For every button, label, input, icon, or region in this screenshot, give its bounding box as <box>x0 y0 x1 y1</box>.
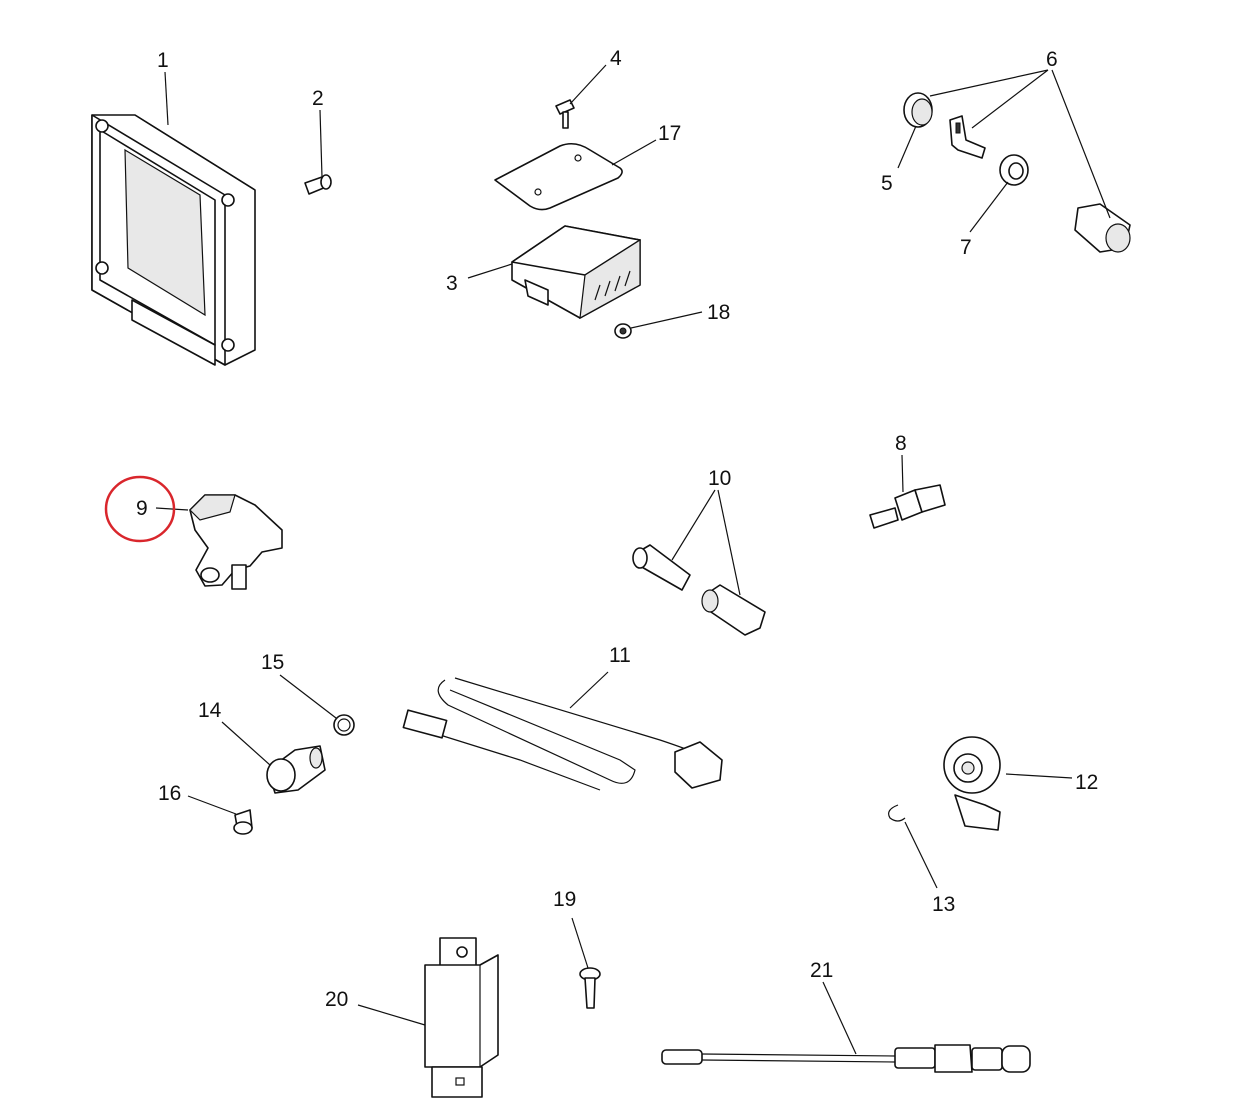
leader-2 <box>319 109 323 178</box>
leader-1 <box>164 71 169 126</box>
leader-10 <box>671 489 741 596</box>
leader-17 <box>611 139 657 166</box>
label-8: 8 <box>895 432 907 455</box>
part-13-clip[interactable] <box>888 804 906 822</box>
leader-18 <box>630 311 703 329</box>
label-21: 21 <box>810 959 833 982</box>
part-20-relay[interactable] <box>424 937 499 1098</box>
leader-20 <box>357 1004 426 1026</box>
leader-3 <box>467 263 513 279</box>
part-8-sensor[interactable] <box>869 484 946 529</box>
part-11-harness[interactable] <box>402 677 723 791</box>
label-17: 17 <box>658 122 681 145</box>
label-3: 3 <box>446 272 458 295</box>
part-1-ecu[interactable] <box>91 114 256 366</box>
label-4: 4 <box>610 47 622 70</box>
leader-16 <box>187 795 237 815</box>
leader-6 <box>929 69 1111 219</box>
part-3-module[interactable] <box>511 225 641 320</box>
label-9: 9 <box>136 497 148 520</box>
leader-9 <box>155 507 189 511</box>
leader-15 <box>279 674 337 719</box>
label-10: 10 <box>708 467 731 490</box>
leader-5 <box>897 125 917 169</box>
part-10-components[interactable] <box>632 544 766 636</box>
part-14-cam-sensor[interactable] <box>266 745 326 794</box>
leader-11 <box>569 671 609 709</box>
label-19: 19 <box>553 888 576 911</box>
highlight-circle-9 <box>104 475 176 543</box>
leader-4 <box>569 64 607 105</box>
leader-21 <box>822 981 857 1055</box>
part-4-screw[interactable] <box>555 99 575 129</box>
part-7-grommet[interactable] <box>999 154 1029 186</box>
part-21-o2-sensor[interactable] <box>661 1044 1031 1073</box>
leader-12 <box>1005 773 1073 779</box>
part-17-gasket[interactable] <box>494 142 623 211</box>
label-6: 6 <box>1046 48 1058 71</box>
label-7: 7 <box>960 236 972 259</box>
label-13: 13 <box>932 893 955 916</box>
leader-14 <box>221 721 271 766</box>
label-2: 2 <box>312 87 324 110</box>
part-5-plug[interactable] <box>903 92 933 128</box>
part-18-nut[interactable] <box>614 323 632 339</box>
leader-13 <box>904 821 938 889</box>
label-20: 20 <box>325 988 348 1011</box>
label-5: 5 <box>881 172 893 195</box>
part-6-sensor[interactable] <box>1074 203 1131 253</box>
label-15: 15 <box>261 651 284 674</box>
label-14: 14 <box>198 699 222 722</box>
part-2-bolt[interactable] <box>304 174 332 195</box>
leader-19 <box>571 917 589 969</box>
part-16-bolt[interactable] <box>233 809 253 835</box>
part-12-knock-sensor[interactable] <box>943 736 1001 831</box>
leader-8 <box>901 454 904 493</box>
label-18: 18 <box>707 301 730 324</box>
leader-7 <box>969 181 1009 233</box>
part-6-bracket[interactable] <box>949 115 986 159</box>
label-11: 11 <box>609 644 631 667</box>
part-15-o-ring[interactable] <box>333 714 355 736</box>
part-19-screw[interactable] <box>579 967 601 1009</box>
part-9-map-sensor[interactable] <box>189 494 283 590</box>
label-12: 12 <box>1075 771 1098 794</box>
label-16: 16 <box>158 782 181 805</box>
label-1: 1 <box>157 49 169 72</box>
